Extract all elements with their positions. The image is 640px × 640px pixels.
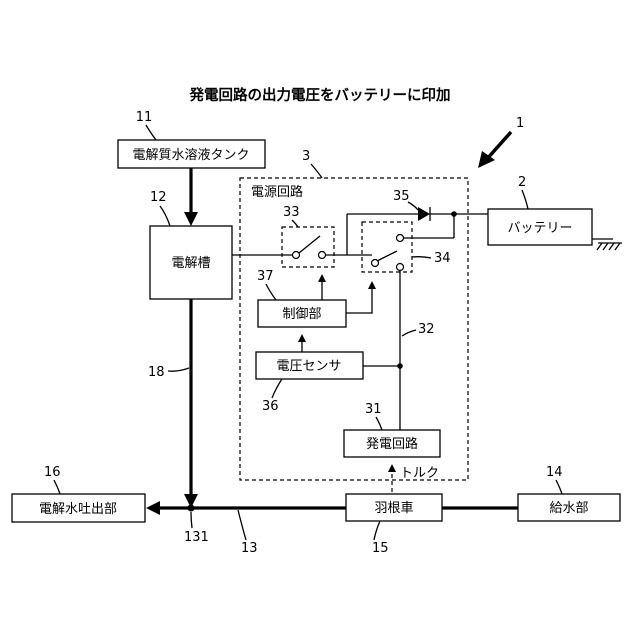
leader-impeller bbox=[374, 521, 380, 540]
ref-power-circuit: 3 bbox=[302, 149, 310, 164]
leader-switch-34 bbox=[412, 257, 431, 258]
leader-cell bbox=[160, 206, 170, 226]
ref-pipe-18: 18 bbox=[148, 365, 165, 380]
impeller-label: 羽根車 bbox=[374, 501, 413, 516]
ref-junction: 131 bbox=[184, 530, 209, 545]
generator-label: 発電回路 bbox=[366, 436, 418, 452]
cell-label: 電解槽 bbox=[171, 256, 210, 271]
switch34-terminal-right bbox=[397, 264, 404, 271]
switch33-blade bbox=[299, 236, 320, 253]
voltage-sensor-label: 電圧センサ bbox=[276, 359, 341, 374]
leader-tank bbox=[146, 125, 156, 140]
leader-generator bbox=[376, 417, 382, 430]
leader-junction bbox=[191, 512, 192, 528]
ground-icon bbox=[597, 243, 622, 250]
diode-35 bbox=[418, 207, 430, 221]
node-line32 bbox=[397, 363, 403, 369]
ref-switch-33: 33 bbox=[283, 205, 300, 220]
torque-label: トルク bbox=[400, 466, 439, 481]
ref-water-supply: 14 bbox=[546, 465, 563, 480]
ref-switch-34: 34 bbox=[434, 251, 451, 266]
ref-diode: 35 bbox=[393, 189, 410, 204]
control-to-switch34 bbox=[346, 283, 372, 313]
leader-voltage-sensor bbox=[272, 379, 282, 398]
switch34-terminal-top bbox=[397, 235, 404, 242]
switch34-box bbox=[362, 222, 412, 272]
ref-impeller: 15 bbox=[372, 541, 389, 556]
flow-tank-to-cell-arrowhead bbox=[184, 212, 198, 226]
water-supply-label: 給水部 bbox=[549, 501, 588, 516]
switch33-terminal-right bbox=[319, 252, 326, 259]
junction-131 bbox=[188, 505, 195, 512]
ref-system-arrow-shaft bbox=[486, 132, 511, 160]
ref-control: 37 bbox=[257, 269, 274, 284]
leader-diode bbox=[408, 202, 418, 210]
leader-outlet bbox=[54, 480, 60, 494]
leader-switch-33 bbox=[292, 220, 298, 227]
ref-tank: 11 bbox=[136, 110, 153, 125]
leader-control bbox=[266, 284, 276, 300]
leader-line-32 bbox=[402, 330, 416, 336]
ref-voltage-sensor: 36 bbox=[262, 399, 279, 414]
outlet-label: 電解水吐出部 bbox=[39, 502, 117, 517]
leader-pipe-18 bbox=[168, 368, 189, 371]
ref-cell: 12 bbox=[150, 190, 167, 205]
switch34-blade bbox=[377, 251, 397, 261]
leader-water-supply bbox=[556, 480, 562, 494]
switch33-box bbox=[282, 227, 334, 267]
ref-battery: 2 bbox=[518, 175, 526, 190]
leader-water-pipe bbox=[238, 510, 246, 540]
control-label: 制御部 bbox=[282, 307, 321, 322]
ref-system: 1 bbox=[516, 116, 524, 131]
tank-label: 電解質水溶液タンク bbox=[132, 148, 249, 163]
flow-to-outlet-arrowhead bbox=[146, 501, 160, 515]
ref-generator: 31 bbox=[365, 402, 382, 417]
power-circuit-label: 電源回路 bbox=[251, 184, 303, 200]
ref-outlet: 16 bbox=[44, 465, 61, 480]
battery-label: バッテリー bbox=[507, 221, 572, 236]
switch33-terminal-left bbox=[293, 252, 300, 259]
ref-line-32: 32 bbox=[418, 322, 435, 337]
diagram-title: 発電回路の出力電圧をバッテリーに印加 bbox=[189, 86, 451, 104]
leader-power-circuit bbox=[311, 164, 322, 178]
ref-water-pipe: 13 bbox=[241, 541, 258, 556]
leader-battery bbox=[522, 190, 528, 209]
